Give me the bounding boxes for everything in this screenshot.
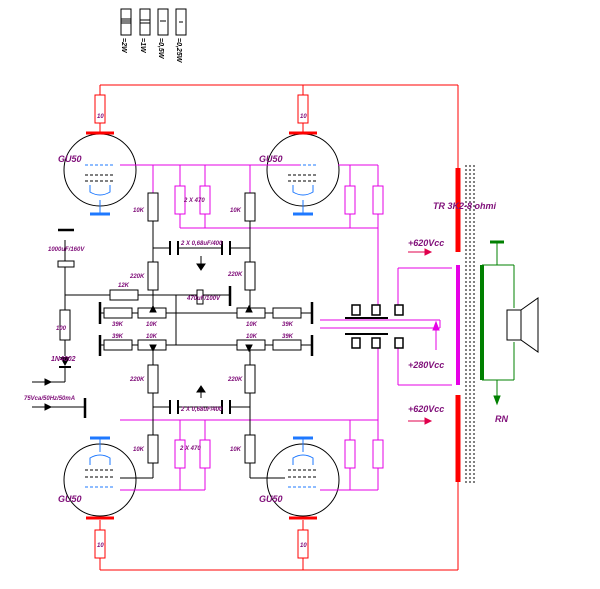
label-cap-bottom: 2 X 0,68uF/400 (180, 407, 223, 413)
label-cap-470: 470uF/100V (186, 296, 221, 302)
label-divider-tl: 220K (129, 274, 145, 280)
legend-2w: =2W (120, 38, 127, 54)
legend-05w: =0,5W (157, 38, 164, 60)
label-bot-39k-right: 39K (282, 334, 294, 340)
legend-025w: =0,25W (175, 38, 182, 64)
tube-label-br: GU50 (259, 494, 283, 504)
label-screen-bl: 10K (133, 447, 145, 453)
label-supply-input: 75Vca/50Hz/50mA (24, 396, 75, 402)
diode-1n4002 (59, 357, 71, 368)
label-voltage-middle: +280Vcc (408, 360, 444, 370)
label-cap-top: 2 X 0,68uF/400 (180, 241, 223, 247)
driver-wiring (45, 221, 312, 479)
capacitors (169, 241, 231, 414)
speaker-circuit (482, 240, 515, 406)
label-anode-tl: 10 (97, 114, 104, 120)
label-bot-10k-left: 10K (146, 334, 158, 340)
label-bot-10k-right: 10K (246, 334, 258, 340)
label-12k: 12K (118, 283, 130, 289)
label-top-10k-left: 10K (146, 322, 158, 328)
hv-rail (99, 84, 459, 571)
label-divider-br: 220K (227, 377, 243, 383)
driver-resistors (59, 192, 302, 464)
supply-input-arrows (32, 378, 53, 411)
label-top-39k-left: 39K (112, 322, 124, 328)
label-output-rn: RN (495, 414, 508, 424)
label-screen-tl: 10K (133, 208, 145, 214)
legend-1w: =1W (139, 38, 146, 54)
mid-tap-arrow (432, 320, 440, 350)
label-cathode-bl: 10 (97, 543, 104, 549)
trimmer-arrows (149, 256, 253, 398)
label-parallel-bottom: 2 X 470 (179, 446, 201, 452)
label-bot-39k-left: 39K (112, 334, 124, 340)
terminal-bars (58, 228, 314, 418)
tube-top-right (266, 131, 340, 216)
label-screen-br: 10K (230, 447, 242, 453)
label-screen-tr: 10K (230, 208, 242, 214)
speaker-icon (506, 297, 539, 353)
tube-bottom-left (63, 436, 137, 520)
tube-label-bl: GU50 (58, 494, 82, 504)
label-parallel-top: 2 X 470 (183, 198, 205, 204)
capacitor-470uf (196, 289, 204, 305)
capacitor-1000uf (57, 260, 75, 268)
parallel-resistors (174, 185, 384, 469)
output-transformer (455, 165, 484, 485)
label-divider-tr: 220K (227, 272, 243, 278)
power-legend: =2W =1W =0,5W =0,25W (120, 8, 187, 64)
tube-top-left (63, 131, 137, 216)
magenta-wiring (120, 164, 452, 491)
tube-bottom-right (266, 436, 340, 520)
bias-connectors (351, 304, 404, 349)
label-top-39k-right: 39K (282, 322, 294, 328)
label-cathode-br: 10 (300, 543, 307, 549)
voltage-arrows (408, 248, 433, 425)
bias-bars (345, 317, 388, 335)
label-voltage-bottom: +620Vcc (408, 404, 444, 414)
tube-label-tl: GU50 (58, 154, 82, 164)
label-cap-1000: 1000uF/160V (48, 247, 85, 253)
label-transformer: TR 3K2-8 ohmi (433, 201, 497, 211)
tube-label-tr: GU50 (259, 154, 283, 164)
label-divider-bl: 220K (129, 377, 145, 383)
anode-resistors (94, 94, 309, 559)
label-voltage-top: +620Vcc (408, 238, 444, 248)
label-anode-tr: 10 (300, 114, 307, 120)
label-diode: 1N4002 (51, 356, 76, 363)
label-top-10k-right: 10K (246, 322, 258, 328)
label-series-100: 100 (56, 326, 67, 332)
